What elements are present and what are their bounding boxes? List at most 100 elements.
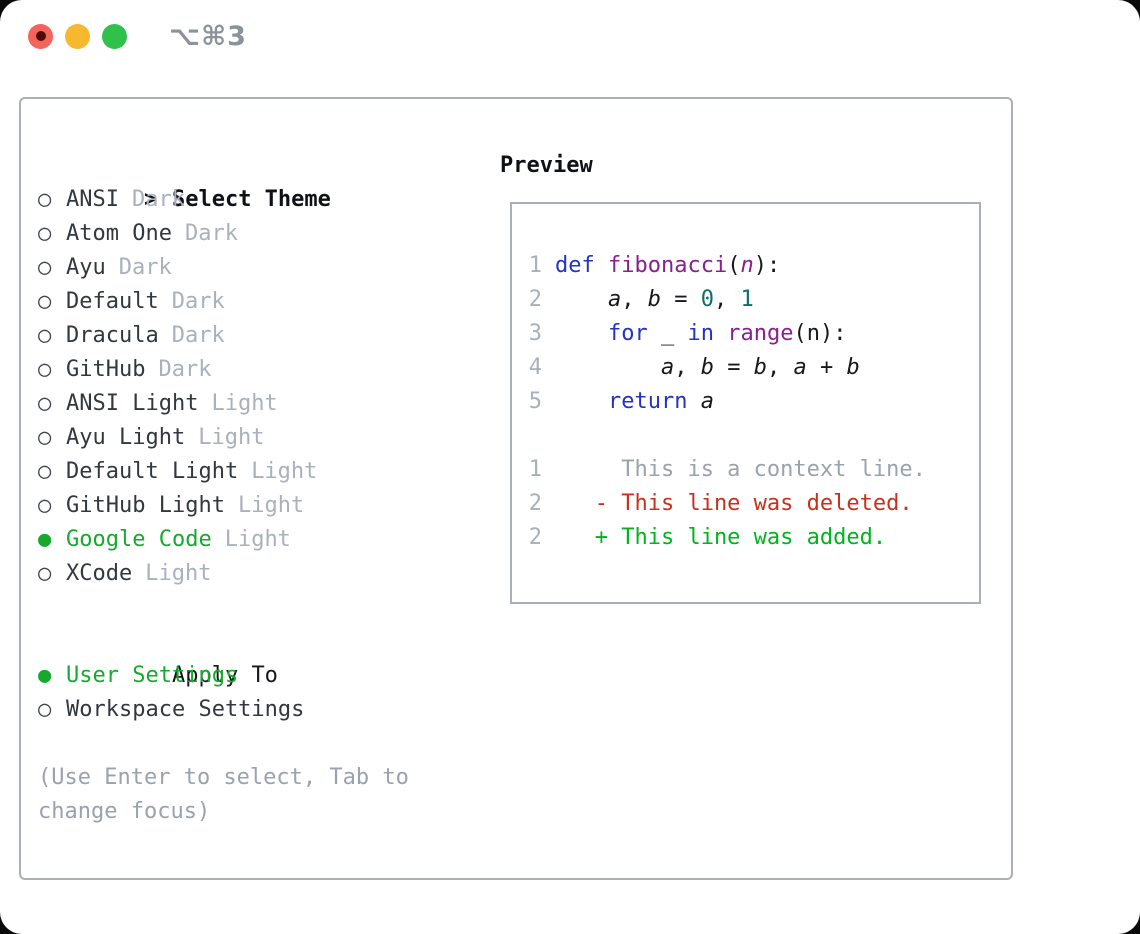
theme-option-label: XCode [66,561,133,586]
line-number: 5 [528,389,542,414]
code-token: ): [753,253,781,278]
code-line [528,419,979,453]
theme-option-dracula[interactable]: ○ Dracula Dark [38,319,409,353]
theme-option-xcode[interactable]: ○ XCode Light [38,557,409,591]
theme-variant-label: Light [237,493,305,518]
code-token [687,389,700,414]
code-token: ( [727,253,741,278]
theme-variant-label: Light [198,425,265,450]
theme-option-label: Atom One [66,221,172,246]
code-token: + This line was added. [555,525,887,550]
minimize-button[interactable] [65,23,90,49]
code-line: 5 return a [528,385,979,419]
code-token: in [687,321,714,346]
line-number: 3 [528,321,542,346]
code-token [595,253,608,278]
code-token: - This line was deleted. [555,491,913,516]
theme-variant-label: Dark [131,187,185,212]
code-token: n [740,253,754,278]
help-line-2: change focus) [38,799,211,824]
code-token: b [647,287,661,312]
code-token: , [713,287,741,312]
code-token: This is a context line. [555,457,926,482]
theme-variant-label: Dark [118,255,172,280]
theme-variant-label: Light [211,391,278,416]
apply-option-user-settings[interactable]: ● User Settings [38,659,409,693]
titlebar: ⌥⌘3 [0,0,1140,72]
theme-variant-label: Dark [171,323,225,348]
code-token: b [753,355,767,380]
theme-variant-label: Dark [171,289,225,314]
line-number: 2 [528,287,542,312]
apply-to-list: ● User Settings ○Workspace Settings [38,659,409,727]
code-line: 1 This is a context line. [528,453,979,487]
code-line: 3 for _ in range(n): [528,317,979,351]
code-token [555,287,608,312]
radio-icon: ○ [38,221,52,246]
theme-option-label: Dracula [66,323,159,348]
theme-option-atom-one[interactable]: ○ Atom One Dark [38,217,409,251]
code-line: 1 def fibonacci(n): [528,249,979,283]
radio-icon: ○ [38,357,52,382]
code-token: , [621,287,648,312]
theme-option-ansi-light[interactable]: ○ ANSI Light Light [38,387,409,421]
radio-selected-icon: ● [38,663,52,688]
radio-icon: ○ [38,187,52,212]
theme-option-label: Default Light [66,459,239,484]
code-token: b [846,355,860,380]
code-token: _ [647,321,688,346]
theme-option-label: Ayu Light [66,425,186,450]
theme-variant-label: Dark [184,221,238,246]
radio-icon: ○ [38,391,52,416]
code-token: for [607,321,648,346]
code-token: a [660,355,675,380]
radio-icon: ○ [38,697,52,722]
code-token: fibonacci [608,253,728,278]
window-title: ⌥⌘3 [169,20,247,52]
theme-option-label: Google Code [66,527,212,552]
code-token: def [555,253,595,278]
theme-option-label: ANSI [66,187,119,212]
apply-option-label: User Settings [66,663,239,688]
apply-to-header: Apply To [38,625,409,688]
line-number: 4 [528,355,542,380]
radio-icon: ○ [38,561,52,586]
theme-option-ayu-light[interactable]: ○ Ayu Light Light [38,421,409,455]
radio-icon: ○ [38,425,52,450]
select-theme-header: >Select Theme [38,149,409,212]
close-dot-icon [35,31,46,41]
help-text: (Use Enter to select, Tab to change focu… [38,761,409,829]
code-token: , [766,355,794,380]
close-button[interactable] [28,23,53,49]
code-token: range [727,321,794,346]
theme-variant-label: Light [251,459,318,484]
apply-option-workspace-settings[interactable]: ○Workspace Settings [38,693,409,727]
code-token: a [793,355,807,380]
select-theme-title: Select Theme [171,187,331,212]
zoom-button[interactable] [102,23,127,49]
theme-option-label: Ayu [66,255,106,280]
radio-icon: ○ [38,323,52,348]
code-line: 2 - This line was deleted. [528,487,979,521]
theme-option-label: GitHub Light [66,493,225,518]
theme-option-label: ANSI Light [66,391,199,416]
theme-option-ansi[interactable]: ○ ANSI Dark [38,183,409,217]
code-line: 2 + This line was added. [528,521,979,555]
code-token: 0 [700,287,714,312]
code-token: = [660,287,701,312]
code-line: 2 a, b = 0, 1 [528,283,979,317]
code-token [555,321,608,346]
theme-variant-label: Light [145,561,212,586]
line-number: 1 [528,253,542,278]
radio-icon: ○ [38,289,52,314]
